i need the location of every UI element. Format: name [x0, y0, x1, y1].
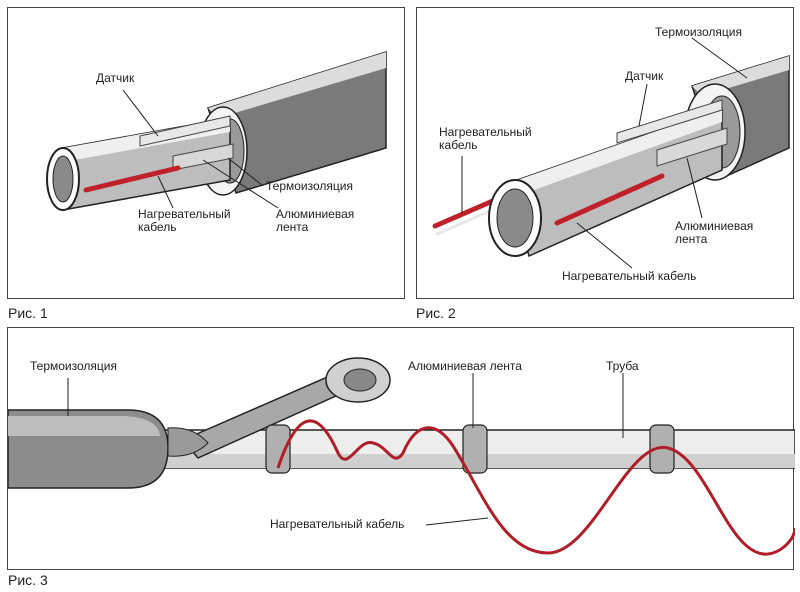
aluminium-tape: [656, 127, 728, 167]
figure-1-caption: Рис. 1: [8, 305, 48, 321]
sensor: [616, 99, 723, 144]
label-cable: Нагревательный кабель: [270, 517, 405, 531]
leader-tape: [202, 159, 279, 209]
tape-band-1: [265, 424, 291, 474]
aluminium-tape: [172, 143, 234, 171]
leader-sensor: [638, 83, 648, 127]
label-cable-line2: кабель: [138, 220, 177, 234]
leader-cable-bottom: [576, 222, 633, 269]
leader-tape: [686, 157, 703, 219]
figure-2-illustration: [432, 37, 790, 269]
label-cable-line1: Нагревательный: [138, 207, 231, 221]
label-sensor: Датчик: [96, 71, 135, 85]
figure-2-caption: Рис. 2: [416, 305, 456, 321]
leader-insulation: [691, 37, 748, 79]
label-tape: Алюминиевая лента: [675, 220, 753, 246]
pipe-opening: [52, 155, 74, 203]
figure-3-panel: Термоизоляция Алюминиевая лента Труба На…: [7, 327, 795, 570]
sensor-lead: [435, 206, 499, 236]
label-tape-line2: лента: [675, 232, 708, 246]
label-insulation: Термоизоляция: [30, 359, 117, 373]
heating-cable: [83, 165, 181, 193]
heating-cable: [554, 173, 665, 226]
insulation-highlight: [208, 52, 386, 118]
label-tape-line2: лента: [276, 220, 309, 234]
label-cable: Нагревательный кабель: [439, 126, 532, 152]
label-cable-line2: кабель: [439, 138, 478, 152]
figure-3-caption: Рис. 3: [8, 572, 48, 588]
label-cable: Нагревательный кабель: [138, 208, 231, 234]
label-insulation: Термоизоляция: [655, 25, 742, 39]
leader-insulation: [227, 157, 264, 187]
label-tape-line1: Алюминиевая: [675, 219, 754, 233]
heating-cable-lead: [432, 197, 498, 229]
leader-cable: [157, 175, 174, 209]
pipe-highlight: [509, 108, 722, 198]
sensor: [139, 115, 231, 147]
leader-sensor: [122, 89, 159, 137]
label-sensor: Датчик: [625, 69, 664, 83]
label-insulation: Термоизоляция: [266, 179, 353, 193]
label-cable-line1: Нагревательный: [439, 125, 532, 139]
heating-cable: [276, 419, 795, 556]
tool-clamp: [167, 427, 209, 457]
tool-head-hole: [343, 368, 377, 392]
figure-2-panel: Термоизоляция Датчик Нагревательный кабе…: [416, 7, 794, 299]
label-cable-bottom: Нагревательный кабель: [562, 269, 697, 283]
figure-1-panel: Датчик Термоизоляция Нагревательный кабе…: [7, 7, 405, 299]
label-pipe: Труба: [606, 359, 639, 373]
pipe-opening: [496, 188, 534, 248]
tape-band-2: [462, 424, 488, 474]
label-tape: Алюминиевая лента: [408, 359, 522, 373]
figure-1-illustration: [46, 50, 387, 211]
leader-cable: [425, 517, 489, 526]
figure-3-illustration: [8, 357, 795, 556]
label-tape: Алюминиевая лента: [276, 208, 354, 234]
label-tape-line1: Алюминиевая: [276, 207, 355, 221]
insulation-highlight: [8, 416, 160, 436]
